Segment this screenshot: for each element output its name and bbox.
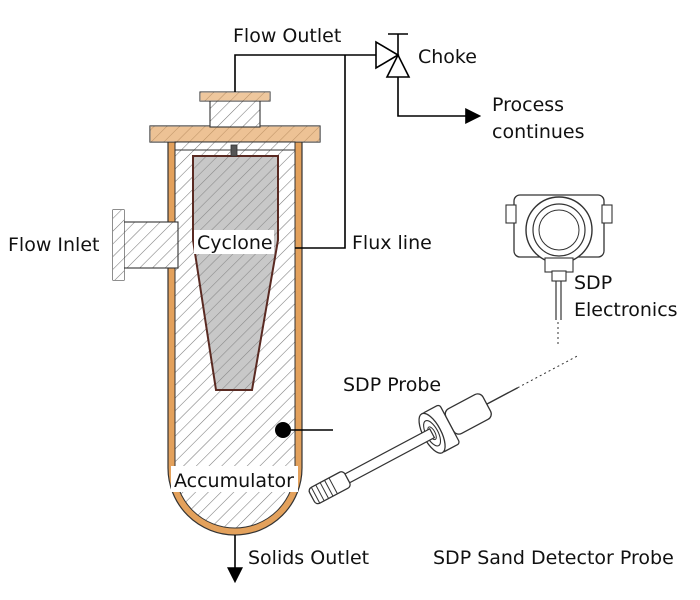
inlet-pipe — [121, 221, 179, 269]
label-process-line1: Process — [492, 94, 564, 116]
label-sdp-electronics-line1: SDP — [574, 272, 612, 294]
sdp-probe-icon — [308, 354, 580, 505]
label-accumulator: Accumulator — [174, 470, 294, 492]
cyclone-body — [192, 155, 279, 391]
label-cyclone: Cyclone — [197, 232, 273, 254]
label-flux-line: Flux line — [352, 232, 432, 254]
cyclone-top-connector — [230, 144, 238, 157]
label-solids-outlet: Solids Outlet — [248, 547, 369, 569]
label-flow-inlet: Flow Inlet — [8, 234, 99, 256]
process-continues-line — [397, 77, 482, 124]
sdp-electronics-icon — [505, 194, 613, 345]
flow-outlet-line — [234, 54, 376, 92]
label-flow-outlet: Flow Outlet — [233, 25, 341, 47]
label-process-line2: continues — [492, 121, 585, 143]
flux-line — [295, 55, 346, 249]
label-choke: Choke — [418, 46, 477, 68]
outlet-nozzle — [209, 99, 261, 128]
label-sdp-electronics-line2: Electronics — [574, 299, 678, 321]
label-caption: SDP Sand Detector Probe — [433, 547, 674, 569]
choke-valve-icon — [375, 33, 411, 78]
label-sdp-probe: SDP Probe — [343, 374, 441, 396]
probe-mount-dot — [275, 422, 291, 438]
